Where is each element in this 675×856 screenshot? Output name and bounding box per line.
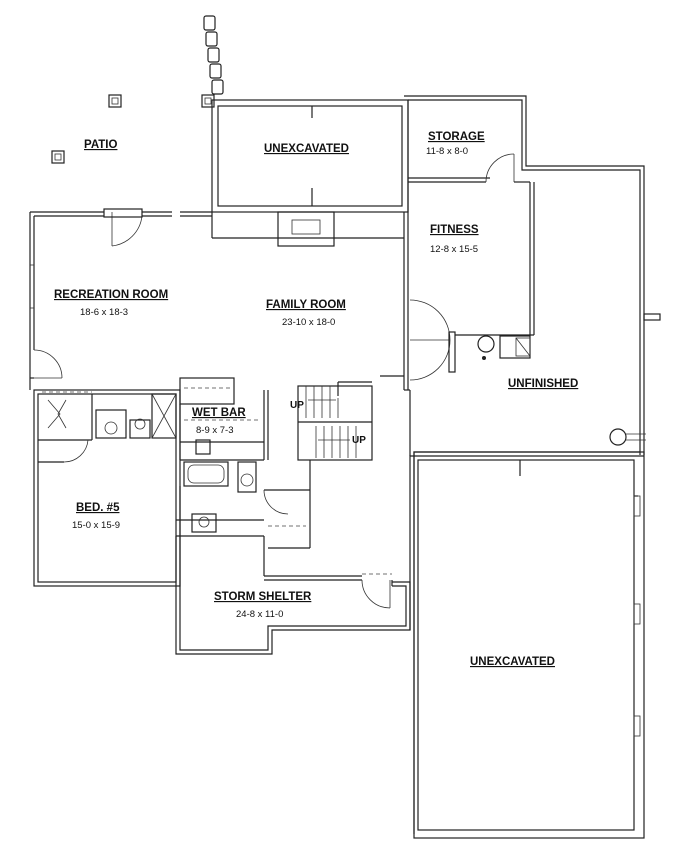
stepping-stones	[203, 15, 224, 95]
unexcavated-top-label: UNEXCAVATED	[264, 143, 349, 155]
main-living-walls	[29, 211, 404, 350]
unexcavated-bottom-label: UNEXCAVATED	[470, 656, 555, 668]
wetbar-walls	[176, 377, 311, 548]
fitness-door	[409, 299, 456, 381]
unfinished-label: UNFINISHED	[508, 378, 578, 390]
mechanical	[477, 335, 646, 446]
wet-bar-label: WET BAR	[192, 407, 246, 419]
patio-door	[103, 208, 143, 247]
bed-bath-walls	[33, 389, 181, 587]
fitness-dims: 12-8 x 15-5	[430, 244, 478, 255]
storm-shelter-label: STORM SHELTER	[214, 591, 312, 603]
wet-bar-dims: 8-9 x 7-3	[196, 425, 234, 436]
side-door	[29, 349, 63, 390]
storage-label: STORAGE	[428, 131, 485, 143]
patio-posts	[51, 94, 215, 164]
fitness-label: FITNESS	[430, 224, 479, 236]
right-shell-walls	[403, 95, 661, 455]
unexcavated-top-walls	[211, 99, 409, 213]
bed5-dims: 15-0 x 15-9	[72, 520, 120, 531]
storage-dims: 11-8 x 8-0	[426, 146, 468, 157]
storm-shelter-dims: 24-8 x 11-0	[236, 609, 283, 620]
recreation-room-label: RECREATION ROOM	[54, 289, 168, 301]
bed5-label: BED. #5	[76, 502, 120, 514]
stairs-up-upper: UP	[290, 400, 304, 411]
stairs-graphic	[297, 375, 404, 461]
unexcavated-bottom-walls	[404, 389, 645, 839]
recreation-room-dims: 18-6 x 18-3	[80, 307, 128, 318]
family-room-dims: 23-10 x 18-0	[282, 317, 335, 328]
family-room-label: FAMILY ROOM	[266, 299, 346, 311]
patio-label: PATIO	[84, 139, 117, 151]
stairs-up-lower: UP	[352, 435, 366, 446]
